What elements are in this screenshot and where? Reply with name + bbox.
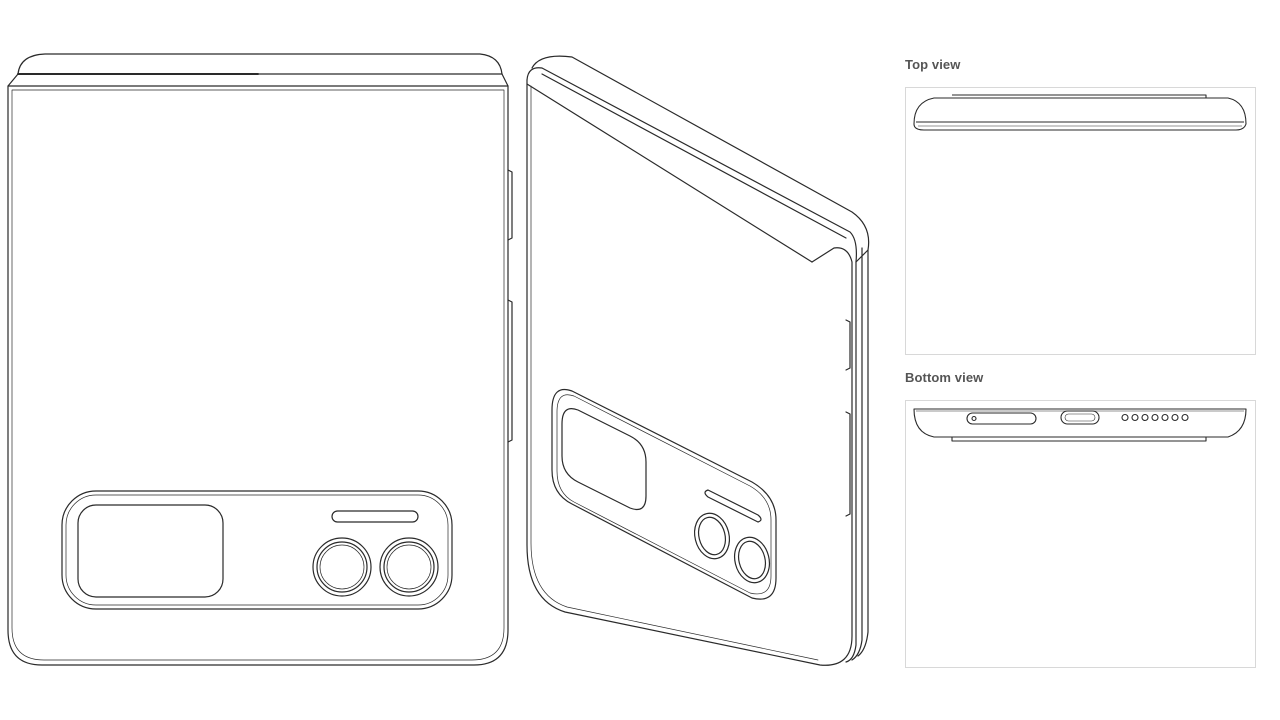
angled-view-volume-button (846, 320, 850, 370)
rear-view-camera-lens-right (380, 538, 438, 596)
rear-view-phone (8, 54, 512, 665)
angled-view-phone (527, 56, 869, 665)
angled-view-camera-lens-bottom (730, 534, 774, 587)
main-drawings (0, 0, 890, 720)
bottom-view-sim-tray (967, 413, 1036, 424)
angled-view-hinge-top (532, 56, 869, 262)
angled-view-camera-module (552, 390, 776, 600)
rear-view-power-button (508, 300, 512, 442)
top-view-label: Top view (905, 57, 961, 72)
rear-view-hinge-cap (18, 54, 502, 74)
rear-view-flash-strip (332, 511, 418, 522)
angled-view-body-outline (527, 80, 852, 665)
angled-view-flash-strip (705, 490, 761, 522)
bottom-view-usb-c-port (1061, 411, 1099, 424)
rear-view-cover-screen (78, 505, 223, 597)
top-view-phone-outline (914, 98, 1246, 130)
bottom-view-drawing (906, 401, 1255, 461)
rear-view-camera-module (62, 491, 452, 609)
rear-view-body-outline (8, 86, 508, 665)
bottom-view-phone-outline (914, 409, 1246, 437)
top-view-panel (905, 87, 1256, 355)
angled-view-cover-screen (562, 409, 646, 510)
bottom-view-sim-eject-hole (972, 417, 976, 421)
top-view-drawing (906, 88, 1255, 148)
rear-view-camera-lens-left (313, 538, 371, 596)
bottom-view-label: Bottom view (905, 370, 984, 385)
bottom-view-panel (905, 400, 1256, 668)
bottom-view-speaker-grille (1122, 415, 1188, 421)
rear-view-volume-button (508, 170, 512, 240)
angled-view-camera-lens-top (690, 510, 734, 563)
angled-view-power-button (846, 412, 850, 516)
